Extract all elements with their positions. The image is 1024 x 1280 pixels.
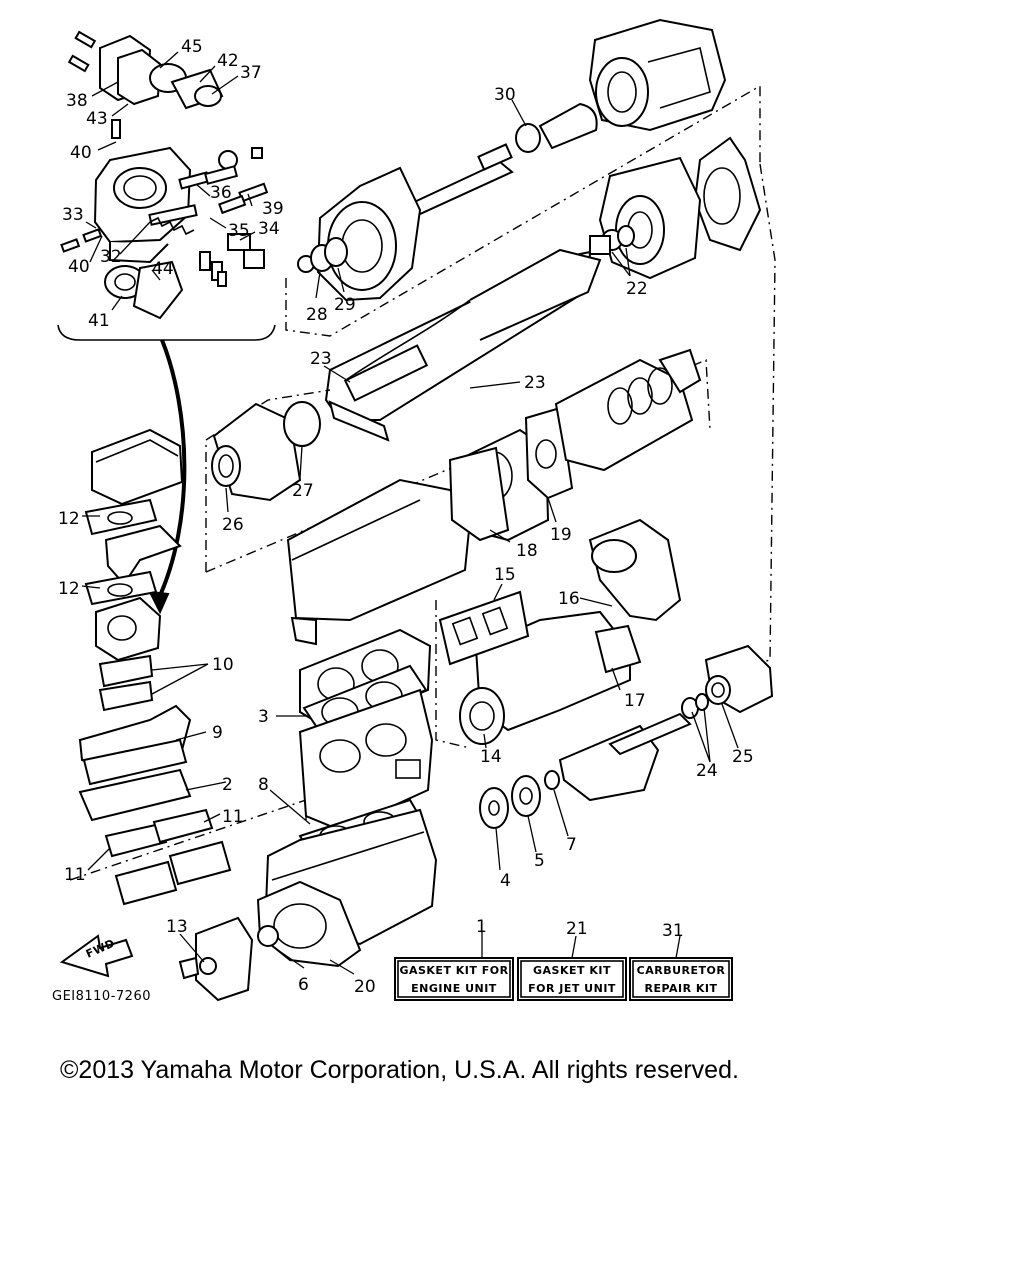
callout-40-bottom: 40 bbox=[68, 257, 90, 277]
callout-32: 32 bbox=[100, 247, 122, 267]
kit-engine-line2: ENGINE UNIT bbox=[411, 982, 497, 995]
callout-22: 22 bbox=[626, 279, 648, 299]
callout-11-right: 11 bbox=[222, 807, 244, 827]
callout-34: 34 bbox=[258, 219, 280, 239]
fwd-arrow: FWD bbox=[59, 934, 134, 978]
callout-20: 20 bbox=[354, 977, 376, 997]
callout-26: 26 bbox=[222, 515, 244, 535]
copyright-notice: ©2013 Yamaha Motor Corporation, U.S.A. A… bbox=[60, 1056, 739, 1084]
kit-carb-line1: CARBURETOR bbox=[637, 964, 726, 977]
leader-lines bbox=[81, 51, 739, 975]
callout-24: 24 bbox=[696, 761, 718, 781]
callout-19: 19 bbox=[550, 525, 572, 545]
callout-27: 27 bbox=[292, 481, 314, 501]
callout-13: 13 bbox=[166, 917, 188, 937]
engine-block bbox=[178, 628, 438, 1002]
kit-jet-line1: GASKET KIT bbox=[533, 964, 611, 977]
drive-shaft-assembly bbox=[479, 644, 774, 829]
callout-15: 15 bbox=[494, 565, 516, 585]
callout-4: 4 bbox=[500, 871, 511, 891]
callout-43: 43 bbox=[86, 109, 108, 129]
kit-box-jet: GASKET KIT FOR JET UNIT bbox=[517, 957, 627, 1001]
jet-unit-assembly bbox=[285, 18, 762, 442]
exhaust-assembly bbox=[205, 163, 776, 749]
callout-28: 28 bbox=[306, 305, 328, 325]
part-code: GEI8110-7260 bbox=[52, 989, 151, 1004]
callout-7: 7 bbox=[566, 835, 577, 855]
callout-36: 36 bbox=[210, 183, 232, 203]
callout-17: 17 bbox=[624, 691, 646, 711]
kit-box-engine: GASKET KIT FOR ENGINE UNIT bbox=[394, 957, 514, 1001]
carburetor-assembly bbox=[57, 30, 276, 341]
callout-25: 25 bbox=[732, 747, 754, 767]
callout-8: 2 bbox=[222, 775, 233, 795]
callout-29: 29 bbox=[334, 295, 356, 315]
callout-44: 44 bbox=[152, 259, 174, 279]
kit-jet-line2: FOR JET UNIT bbox=[528, 982, 616, 995]
callout-6: 6 bbox=[298, 975, 309, 995]
callout-35: 35 bbox=[228, 221, 250, 241]
callout-30: 30 bbox=[494, 85, 516, 105]
kit-box-carburetor: CARBURETOR REPAIR KIT bbox=[629, 957, 733, 1001]
callout-38: 38 bbox=[66, 91, 88, 111]
callout-37: 37 bbox=[240, 63, 262, 83]
callout-1: 1 bbox=[476, 917, 487, 937]
callout-3: 3 bbox=[258, 707, 269, 727]
callout-9: 9 bbox=[212, 723, 223, 743]
callout-21: 21 bbox=[566, 919, 588, 939]
callout-45: 45 bbox=[181, 37, 203, 57]
callout-12-bottom: 12 bbox=[58, 579, 80, 599]
callout-2: 8 bbox=[258, 775, 269, 795]
callout-12-top: 12 bbox=[58, 509, 80, 529]
callout-41: 41 bbox=[88, 311, 110, 331]
intake-assembly bbox=[69, 428, 307, 906]
callout-5: 5 bbox=[534, 851, 545, 871]
callout-39: 39 bbox=[262, 199, 284, 219]
callout-33: 33 bbox=[62, 205, 84, 225]
callout-23-left: 23 bbox=[310, 349, 332, 369]
callout-31: 31 bbox=[662, 921, 684, 941]
exploded-parts-diagram: FWD GEI8110-7260 GASKET KIT FOR ENGINE U… bbox=[52, 18, 776, 1004]
kit-engine-line1: GASKET KIT FOR bbox=[399, 964, 508, 977]
kit-carb-line2: REPAIR KIT bbox=[644, 982, 717, 995]
callout-16: 16 bbox=[558, 589, 580, 609]
callout-18: 18 bbox=[516, 541, 538, 561]
callout-42: 42 bbox=[217, 51, 239, 71]
callout-40-top: 40 bbox=[70, 143, 92, 163]
callout-10: 10 bbox=[212, 655, 234, 675]
callout-11-left: 11 bbox=[64, 865, 86, 885]
callout-14: 14 bbox=[480, 747, 502, 767]
callout-23-right: 23 bbox=[524, 373, 546, 393]
callout-numbers: 45 42 37 38 43 40 36 39 33 35 34 40 32 4… bbox=[58, 37, 754, 997]
